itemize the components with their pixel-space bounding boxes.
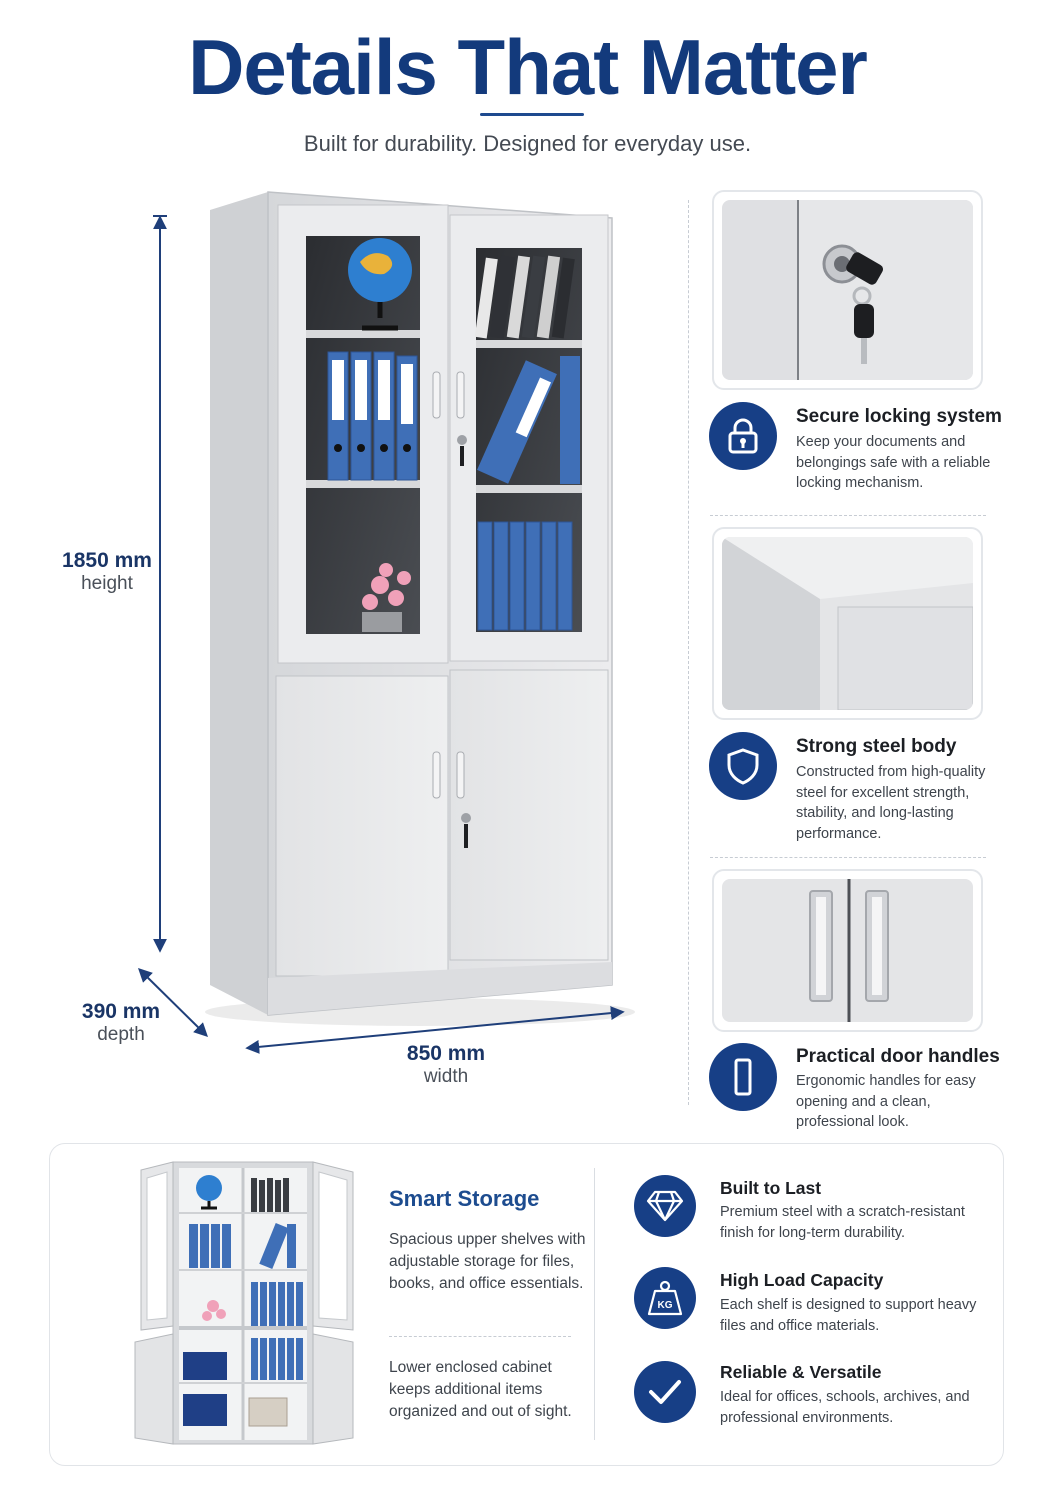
benefit-text-reliable: Ideal for offices, schools, archives, an… <box>720 1389 970 1426</box>
door-handle-icon <box>709 1043 777 1111</box>
feature-title-locking: Secure locking system <box>796 406 1002 427</box>
width-dimension: 850 mm width <box>392 1041 500 1089</box>
open-cabinet-illustration <box>134 1161 354 1445</box>
depth-dimension: 390 mm depth <box>68 999 174 1047</box>
height-label: height <box>81 573 133 595</box>
page-title: Details That Matter <box>188 23 868 111</box>
depth-value: 390 mm <box>81 1000 161 1023</box>
checkmark-icon <box>634 1361 696 1423</box>
height-dimension: 1850 mm height <box>52 548 162 596</box>
feature-divider <box>710 515 986 516</box>
column-divider <box>688 200 689 1105</box>
height-value: 1850 mm <box>62 549 152 572</box>
door-handles-detail-image <box>712 869 983 1032</box>
smart-storage-title: Smart Storage <box>389 1186 540 1211</box>
benefit-text-built: Premium steel with a scratch-resistant f… <box>720 1204 965 1241</box>
benefit-title-built: Built to Last <box>720 1178 822 1198</box>
feature-divider <box>710 857 986 858</box>
width-label: width <box>423 1066 469 1088</box>
lock-detail-image <box>712 190 983 390</box>
feature-text-handles: Ergonomic handles for easy opening and a… <box>796 1073 976 1130</box>
benefit-text-load: Each shelf is designed to support heavy … <box>720 1297 977 1334</box>
depth-label: depth <box>97 1024 145 1046</box>
smart-storage-divider <box>389 1336 571 1337</box>
smart-storage-lower-text: Lower enclosed cabinet keeps additional … <box>389 1359 572 1420</box>
shield-icon <box>709 732 777 800</box>
weight-kg-icon: KG <box>634 1267 696 1329</box>
kg-label: KG <box>658 1300 673 1311</box>
benefit-title-load: High Load Capacity <box>720 1270 884 1290</box>
benefit-title-reliable: Reliable & Versatile <box>720 1362 882 1382</box>
lock-icon <box>709 402 777 470</box>
diamond-icon <box>634 1175 696 1237</box>
width-value: 850 mm <box>406 1042 486 1065</box>
page-subtitle: Built for durability. Designed for every… <box>303 131 752 156</box>
steel-body-detail-image <box>712 527 983 720</box>
title-underline <box>480 113 584 116</box>
feature-text-steel: Constructed from high-quality steel for … <box>796 764 986 842</box>
feature-title-steel: Strong steel body <box>796 736 957 757</box>
panel-divider <box>594 1168 595 1440</box>
cabinet-illustration <box>138 191 635 1054</box>
feature-text-locking: Keep your documents and belongings safe … <box>796 434 991 491</box>
feature-title-handles: Practical door handles <box>796 1046 1000 1067</box>
smart-storage-upper-text: Spacious upper shelves with adjustable s… <box>389 1231 586 1292</box>
